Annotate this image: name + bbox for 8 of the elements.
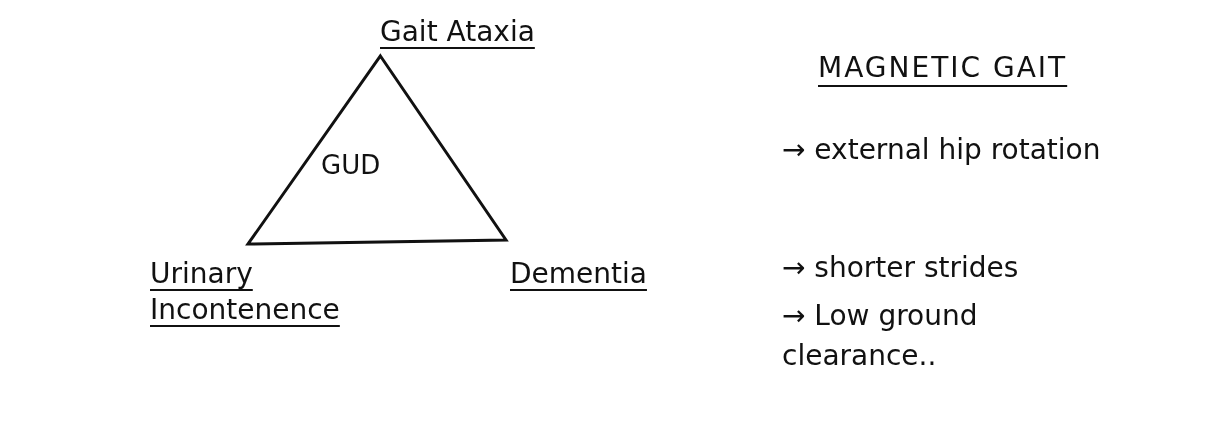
heading: MAGNETIC GAIT	[818, 50, 1069, 86]
note-text: → external hip rotation	[782, 132, 1102, 168]
note-text: → shorter strides	[782, 250, 1020, 286]
corner-label: Urinary Incontenence	[150, 256, 341, 328]
note-text: → Low ground clearance..	[782, 298, 979, 374]
triangle-label: GUD	[321, 150, 381, 180]
corner-label: Gait Ataxia	[380, 14, 536, 50]
corner-label: Dementia	[510, 256, 648, 292]
